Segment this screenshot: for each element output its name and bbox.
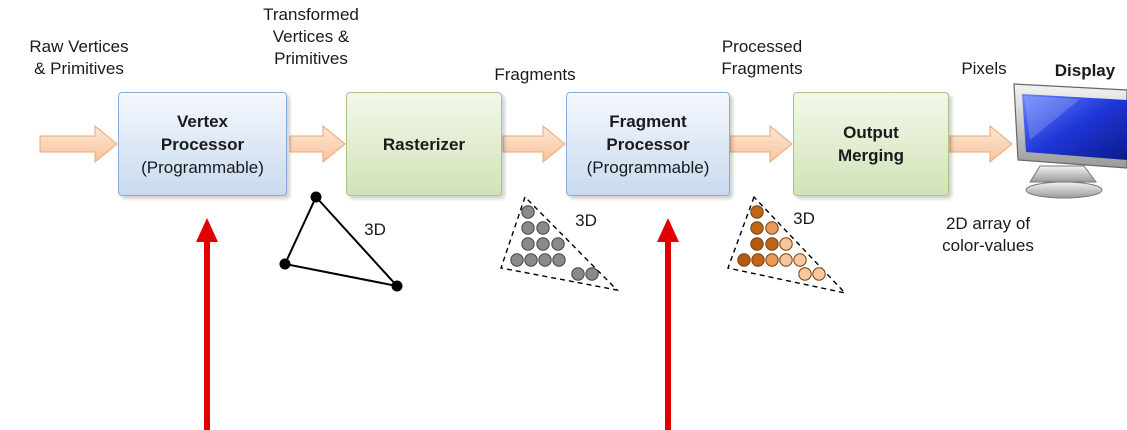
raw-vertices-line-1: Raw Vertices xyxy=(29,37,129,56)
output-merging-box: Output Merging xyxy=(793,92,949,196)
output-merging-title-1: Output xyxy=(843,123,899,142)
fragment-processor-note: (Programmable) xyxy=(586,157,710,177)
processed-3d-text: 3D xyxy=(793,209,815,228)
processed-fragments-icon xyxy=(727,195,848,295)
raw-vertices-line-2: & Primitives xyxy=(34,59,124,78)
transformed-vertices-label: Transformed Vertices & Primitives xyxy=(236,4,386,70)
rasterizer-title: Rasterizer xyxy=(382,134,466,154)
processed-line-2: Fragments xyxy=(721,59,803,78)
triangle-3d-text: 3D xyxy=(364,220,386,239)
fragments-3d-text: 3D xyxy=(575,211,597,230)
fragment-processor-title-1: Fragment xyxy=(609,111,687,131)
vertex-processor-note: (Programmable) xyxy=(141,157,264,177)
fragments-3d-label: 3D xyxy=(566,210,606,232)
vertex-highlight-arrow xyxy=(196,218,218,430)
triangle-3d-icon xyxy=(279,191,403,292)
highlight-arrows xyxy=(196,218,679,430)
processed-line-1: Processed xyxy=(721,37,803,56)
display-label: Display xyxy=(1040,60,1127,82)
processed-fragments-label: Processed Fragments xyxy=(692,36,832,80)
flow-arrow-2 xyxy=(289,124,346,164)
vertex-processor-title-1: Vertex xyxy=(176,111,229,131)
color-array-label: 2D array of color-values xyxy=(918,213,1058,257)
pixels-label: Pixels xyxy=(952,58,1016,80)
processed-3d-label: 3D xyxy=(784,208,824,230)
fragments-label: Fragments xyxy=(470,64,600,86)
fragments-icon xyxy=(500,195,620,292)
fragment-processor-title-2: Processor xyxy=(606,134,690,154)
transformed-line-2: Vertices & xyxy=(272,27,350,46)
fragments-text: Fragments xyxy=(494,65,576,84)
rasterizer-box: Rasterizer xyxy=(346,92,502,196)
pixels-text: Pixels xyxy=(961,59,1007,78)
vertex-processor-title-2: Processor xyxy=(160,134,245,154)
triangle-3d-label: 3D xyxy=(355,219,395,241)
transformed-line-3: Primitives xyxy=(274,49,348,68)
flow-arrow-4 xyxy=(729,124,793,164)
output-merging-title-2: Merging xyxy=(837,146,905,165)
flow-arrow-5 xyxy=(949,124,1013,164)
monitor-icon xyxy=(1013,83,1127,199)
color-array-line-1: 2D array of xyxy=(945,214,1031,233)
raw-vertices-label: Raw Vertices & Primitives xyxy=(4,36,154,80)
vertex-processor-box: Vertex Processor (Programmable) xyxy=(118,92,287,196)
fragment-processor-box: Fragment Processor (Programmable) xyxy=(566,92,730,196)
color-array-line-2: color-values xyxy=(942,236,1034,255)
flow-arrow-1 xyxy=(39,124,118,164)
flow-arrow-3 xyxy=(502,124,566,164)
display-text: Display xyxy=(1054,61,1116,80)
fragment-highlight-arrow xyxy=(657,218,679,430)
transformed-line-1: Transformed xyxy=(263,5,359,24)
